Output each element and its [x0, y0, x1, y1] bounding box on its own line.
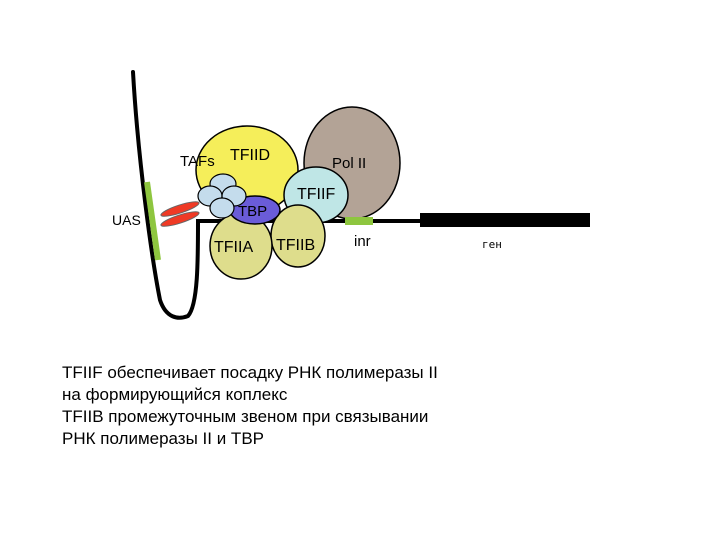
inr-label: inr [354, 233, 371, 250]
caption-line: на формирующийся коплекс [62, 385, 288, 404]
tfiid-label: TFIID [230, 147, 270, 164]
taf-subunits [197, 173, 247, 219]
tfiif-label: TFIIF [297, 186, 335, 203]
dna-strand [131, 70, 427, 320]
uas-label: UAS [112, 212, 141, 228]
caption-line: TFIIF обеспечивает посадку РНК полимераз… [62, 363, 438, 382]
caption-line: TFIIB промежуточным звеном при связывани… [62, 407, 429, 426]
caption-text: TFIIF обеспечивает посадку РНК полимераз… [62, 362, 492, 450]
tfiib-label: TFIIB [276, 237, 315, 254]
gene-label: ген [482, 238, 502, 251]
tafs-label: TAFs [180, 153, 215, 170]
tfiia-label: TFIIA [214, 239, 253, 256]
inr-element [345, 217, 373, 225]
activator-protein-upper [160, 201, 200, 217]
taf-subunit [209, 197, 235, 219]
uas-element [144, 181, 161, 261]
activator-protein-lower [160, 211, 200, 227]
caption-line: РНК полимеразы II и TBP [62, 429, 264, 448]
pol2-label: Pol II [332, 155, 366, 172]
tbp-label: TBP [238, 203, 267, 220]
gene-block [420, 213, 590, 227]
